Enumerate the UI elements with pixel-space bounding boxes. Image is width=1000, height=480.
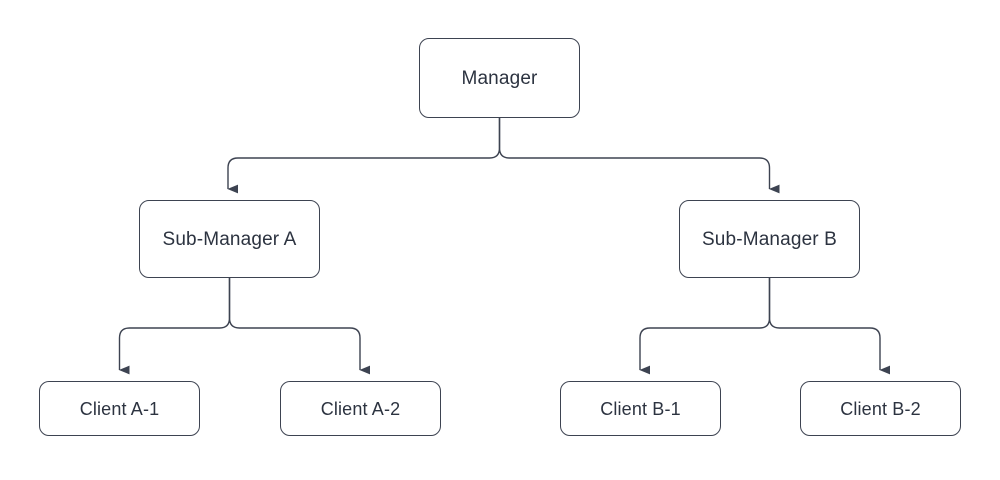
node-client-a-2-label: Client A-2 [320,398,401,419]
node-client-b-2[interactable]: Client B-2 [800,381,961,436]
node-manager[interactable]: Manager [419,38,580,118]
node-manager-label: Manager [461,67,538,89]
node-client-b-1[interactable]: Client B-1 [560,381,721,436]
edge-manager-to-sub-manager-b [498,118,780,194]
edge-sub-manager-b-to-client-b-2 [768,278,890,375]
edge-sub-manager-a-to-client-a-1 [118,278,231,375]
node-sub-manager-a[interactable]: Sub-Manager A [139,200,320,278]
node-client-a-1-label: Client A-1 [79,398,160,419]
node-client-b-1-label: Client B-1 [600,398,681,419]
edge-sub-manager-a-to-client-a-2 [228,278,370,375]
edge-manager-to-sub-manager-a [227,118,501,194]
node-client-b-2-label: Client B-2 [840,398,921,419]
node-sub-manager-b-label: Sub-Manager B [701,228,838,250]
node-sub-manager-b[interactable]: Sub-Manager B [679,200,860,278]
node-client-a-1[interactable]: Client A-1 [39,381,200,436]
edge-sub-manager-b-to-client-b-1 [639,278,771,375]
node-sub-manager-a-label: Sub-Manager A [162,228,297,250]
node-client-a-2[interactable]: Client A-2 [280,381,441,436]
